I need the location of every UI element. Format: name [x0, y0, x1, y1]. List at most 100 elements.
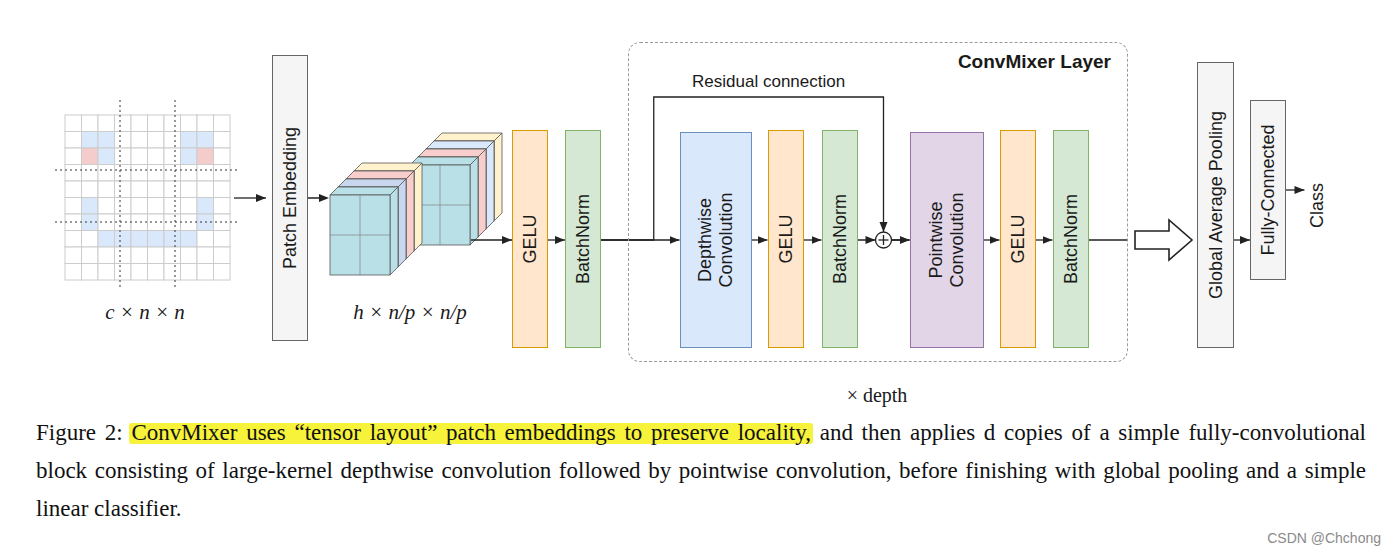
tensor-face — [426, 141, 494, 149]
norm-box: BatchNorm — [565, 130, 601, 348]
connector — [984, 239, 1000, 240]
embedding-box: Patch Embedding — [272, 55, 308, 341]
image-pixel — [131, 132, 148, 149]
box-label: Fully-Connected — [1258, 108, 1279, 272]
image-pixel — [181, 214, 198, 231]
pooling-box: Global Average Pooling — [1197, 62, 1234, 348]
image-pixel — [65, 165, 82, 182]
tensor-face — [478, 149, 486, 237]
image-pixel — [181, 198, 198, 215]
norm-box: BatchNorm — [1053, 130, 1089, 348]
image-pixel — [197, 148, 214, 165]
tensor-face — [494, 133, 502, 221]
image-pixel — [197, 115, 214, 132]
box-label: GELU — [1007, 138, 1028, 340]
image-pixel — [214, 198, 231, 215]
image-pixel — [164, 231, 181, 248]
image-pixel — [148, 115, 165, 132]
image-pixel — [115, 115, 132, 132]
connector — [601, 97, 910, 240]
image-pixel — [115, 148, 132, 165]
image-pixel — [181, 247, 198, 264]
image-pixel — [164, 198, 181, 215]
layer-title: ConvMixer Layer — [958, 51, 1111, 73]
arrow-head — [866, 236, 876, 244]
connector — [804, 239, 822, 240]
tensor-grid — [440, 165, 441, 245]
tensor-face — [486, 141, 494, 229]
image-pixel — [98, 132, 115, 149]
tensor-face — [418, 149, 486, 157]
box-label: Global Average Pooling — [1205, 70, 1226, 340]
patch-divider — [175, 100, 176, 290]
image-pixel — [98, 181, 115, 198]
image-pixel — [82, 231, 99, 248]
image-pixel — [181, 181, 198, 198]
tensor-face — [330, 187, 398, 195]
image-pixel — [98, 115, 115, 132]
image-pixel — [181, 165, 198, 182]
output-label: Class — [1307, 182, 1328, 227]
image-pixel — [115, 181, 132, 198]
image-pixel — [164, 181, 181, 198]
image-pixel — [197, 198, 214, 215]
image-pixel — [82, 148, 99, 165]
input-image — [55, 100, 240, 290]
image-pixel — [181, 148, 198, 165]
image-pixel — [98, 264, 115, 281]
tensor-face — [434, 133, 502, 141]
image-pixel — [181, 132, 198, 149]
image-pixel — [214, 132, 231, 149]
image-pixel — [214, 247, 231, 264]
image-pixel — [65, 214, 82, 231]
patch-divider — [55, 222, 240, 223]
image-pixel — [214, 231, 231, 248]
image-pixel — [115, 264, 132, 281]
tensor-face — [406, 171, 414, 259]
image-pixel — [197, 181, 214, 198]
image-pixel — [98, 165, 115, 182]
image-pixel — [131, 181, 148, 198]
image-pixel — [65, 198, 82, 215]
image-pixel — [82, 181, 99, 198]
image-pixel — [65, 132, 82, 149]
image-pixel — [115, 132, 132, 149]
edge-label: Residual connection — [689, 72, 848, 92]
image-pixel — [115, 231, 132, 248]
dimension-label: h × n/p × n/p — [353, 300, 467, 325]
image-pixel — [131, 198, 148, 215]
image-pixel — [148, 148, 165, 165]
connector — [548, 239, 565, 240]
flow-arrow — [1286, 189, 1304, 190]
add-symbol — [883, 235, 884, 245]
image-pixel — [82, 115, 99, 132]
tensor-grid — [360, 195, 361, 275]
image-pixel — [98, 231, 115, 248]
image-pixel — [65, 148, 82, 165]
image-pixel — [131, 115, 148, 132]
image-pixel — [131, 247, 148, 264]
image-pixel — [82, 247, 99, 264]
image-pixel — [197, 165, 214, 182]
image-pixel — [197, 264, 214, 281]
image-pixel — [82, 165, 99, 182]
image-pixel — [65, 181, 82, 198]
connector — [308, 198, 512, 240]
image-pixel — [148, 247, 165, 264]
image-pixel — [82, 198, 99, 215]
activation-box: GELU — [768, 130, 804, 348]
conv-box: Pointwise Convolution — [910, 132, 984, 348]
image-pixel — [197, 132, 214, 149]
classifier-box: Fully-Connected — [1250, 100, 1286, 280]
tensor-face — [346, 171, 414, 179]
box-label: Pointwise Convolution — [926, 185, 967, 295]
box-label: BatchNorm — [829, 138, 850, 340]
box-label: Depthwise Convolution — [695, 185, 736, 295]
patch-tensor — [330, 133, 502, 275]
connector — [752, 239, 768, 240]
tensor-face — [470, 157, 478, 245]
box-label: BatchNorm — [573, 138, 594, 340]
repeat-label: × depth — [847, 384, 908, 407]
arrow-head — [880, 222, 888, 232]
